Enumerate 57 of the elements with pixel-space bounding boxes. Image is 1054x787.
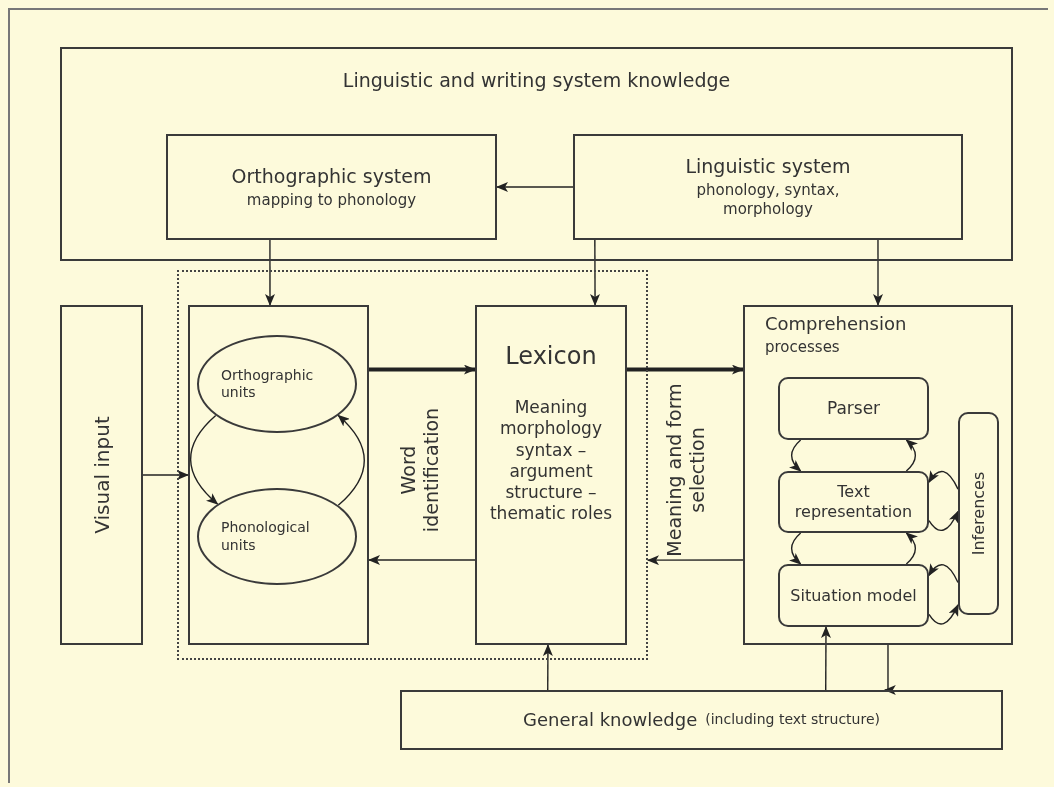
- arrow: [905, 532, 918, 565]
- process-box: [60, 47, 1013, 261]
- arrow: [369, 364, 476, 375]
- arrow: [647, 555, 744, 566]
- arrow: [928, 510, 959, 532]
- ellipse-node: [197, 488, 357, 585]
- arrow: [590, 239, 601, 306]
- arrow: [928, 563, 959, 584]
- node-title: General knowledge: [523, 708, 698, 732]
- process-box: [743, 305, 1013, 645]
- arrow: [542, 644, 553, 691]
- arrow: [265, 239, 275, 306]
- node-title: Visual input: [89, 416, 114, 534]
- arrow: [873, 239, 883, 306]
- arrow: [189, 414, 219, 505]
- node-title: Parser: [826, 397, 881, 420]
- rounded-box: [778, 564, 929, 627]
- arrow: [142, 470, 189, 480]
- node-title: Text representation: [793, 482, 914, 522]
- arrow: [496, 182, 574, 192]
- arrow: [928, 603, 959, 625]
- arrow: [905, 439, 918, 472]
- node-title: Linguistic and writing system knowledge: [342, 69, 731, 93]
- node-title: Situation model: [790, 585, 917, 606]
- arrow: [789, 532, 802, 565]
- ellipse-node: [197, 335, 357, 433]
- node-title: Orthographic system: [231, 164, 432, 189]
- process-box: [188, 305, 369, 645]
- node-text: processes: [765, 337, 840, 357]
- rounded-box: [778, 471, 929, 533]
- arrow: [820, 626, 831, 691]
- arrow: [368, 555, 476, 565]
- rotated-label: Meaning and form selection: [663, 382, 709, 559]
- process-box: [166, 134, 497, 240]
- node-title: Comprehension: [765, 313, 907, 336]
- process-box: [573, 134, 963, 240]
- rotated-label: Word identification: [397, 406, 443, 535]
- process-box: [475, 305, 627, 645]
- arrow: [337, 414, 365, 506]
- rounded-box: [958, 412, 999, 615]
- node-title: Phonological units: [221, 519, 311, 554]
- dotted-group-box: [177, 270, 648, 660]
- node-title: Linguistic system: [685, 155, 851, 180]
- node-text: Meaning morphology syntax – argument structure – thematic roles: [488, 397, 614, 525]
- process-box: [400, 690, 1003, 750]
- node-text: phonology, syntax, morphology: [695, 181, 841, 219]
- node-title: Orthographic units: [221, 366, 315, 402]
- node-text: (including text structure): [705, 711, 880, 729]
- process-box: [60, 305, 143, 645]
- arrow: [627, 364, 744, 375]
- rounded-box: [778, 377, 929, 440]
- node-title: Inferences: [969, 471, 988, 556]
- node-text: mapping to phonology: [246, 190, 417, 210]
- arrow: [928, 470, 959, 490]
- arrow: [883, 644, 896, 695]
- node-title: Lexicon: [505, 341, 597, 371]
- arrow: [789, 439, 802, 472]
